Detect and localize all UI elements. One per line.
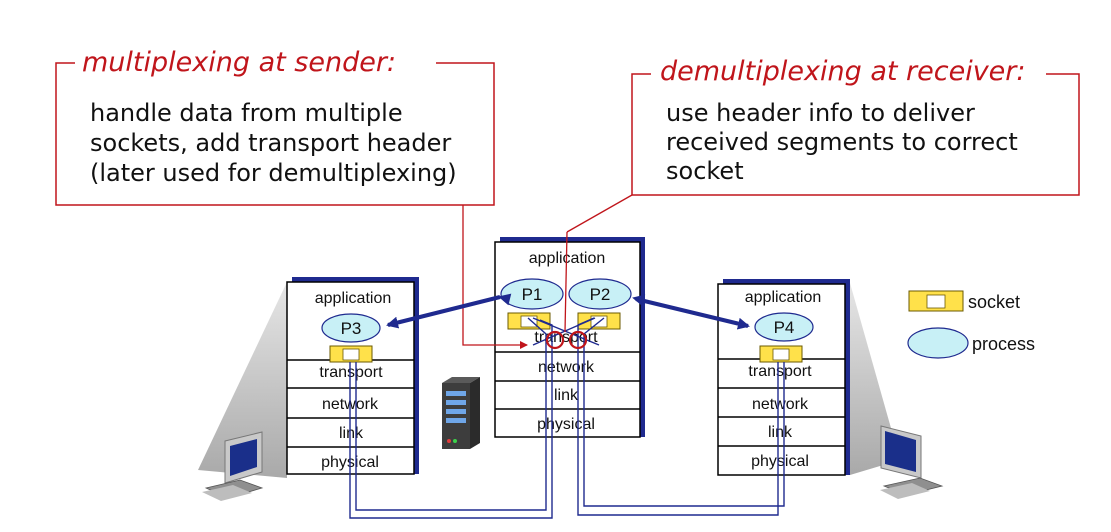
right-application-label: application xyxy=(745,289,822,306)
process-arrows xyxy=(386,295,750,330)
process-p4 xyxy=(754,312,814,342)
process-p4-label: P4 xyxy=(774,318,795,337)
sender-callout-line-2: sockets, add transport header xyxy=(90,129,451,157)
left-host-stack: application transport network link physi… xyxy=(286,277,419,475)
process-p3-label: P3 xyxy=(341,319,362,338)
middle-link-label: link xyxy=(554,387,579,404)
right-host-stack: application transport network link physi… xyxy=(717,279,850,476)
demux-circle-left xyxy=(545,330,565,350)
path-cross-b xyxy=(532,317,600,346)
socket-left xyxy=(329,345,373,363)
process-p2 xyxy=(568,278,632,310)
path-left-inner xyxy=(355,317,547,511)
sender-callout-frame xyxy=(55,62,495,206)
left-application-label: application xyxy=(315,290,392,307)
receiver-callout-line-1: use header info to deliver xyxy=(666,99,975,127)
process-p1 xyxy=(500,278,564,310)
left-transport-label: transport xyxy=(319,364,383,381)
legend-process-label: process xyxy=(972,334,1035,354)
receiver-callout-line-3: socket xyxy=(666,157,744,185)
right-transport-label: transport xyxy=(748,363,812,380)
receiver-connector-top xyxy=(566,194,633,233)
left-computer-icon xyxy=(202,431,264,501)
demux-circles xyxy=(545,330,588,350)
process-p1-label: P1 xyxy=(522,285,543,304)
socket-middle-right xyxy=(577,312,621,330)
right-computer-icon xyxy=(880,425,944,499)
socket-middle-left xyxy=(507,312,551,330)
server-icon xyxy=(442,377,480,449)
receiver-callout: demultiplexing at receiver: use header i… xyxy=(631,56,1080,196)
legend-process-icon xyxy=(907,327,969,359)
right-host-beam xyxy=(850,283,900,475)
path-left-outer xyxy=(349,319,553,519)
legend-socket-icon xyxy=(908,290,964,312)
left-link-label: link xyxy=(339,425,364,442)
middle-host-frame xyxy=(494,241,641,438)
sender-connector xyxy=(462,205,528,349)
process-p2-label: P2 xyxy=(590,285,611,304)
process-p3 xyxy=(321,313,381,343)
segment-paths xyxy=(349,317,785,519)
legend: socket process xyxy=(907,290,1035,359)
arrowhead-p1 xyxy=(498,293,512,306)
right-link-label: link xyxy=(768,424,793,441)
legend-socket-label: socket xyxy=(968,292,1020,312)
path-right-inner xyxy=(583,317,785,507)
sender-callout-line-1: handle data from multiple xyxy=(90,99,403,127)
path-cross-a xyxy=(532,317,596,346)
sender-callout-title: multiplexing at sender: xyxy=(82,47,396,78)
arrowhead-p2 xyxy=(632,294,646,307)
receiver-callout-line-2: received segments to correct xyxy=(666,128,1018,156)
receiver-callout-frame xyxy=(631,73,1080,196)
arrow-p1-to-p3 xyxy=(386,295,501,329)
demux-circle-right xyxy=(568,330,588,350)
right-physical-label: physical xyxy=(751,453,809,470)
left-host-beam xyxy=(198,282,287,478)
receiver-connector-down xyxy=(564,231,568,333)
receiver-callout-title: demultiplexing at receiver: xyxy=(660,56,1026,87)
sender-callout: multiplexing at sender: handle data from… xyxy=(55,47,495,206)
sender-callout-line-3: (later used for demultiplexing) xyxy=(90,159,457,187)
socket-right xyxy=(759,345,803,363)
right-network-label: network xyxy=(752,396,809,413)
arrow-p2-to-p4 xyxy=(635,297,750,330)
